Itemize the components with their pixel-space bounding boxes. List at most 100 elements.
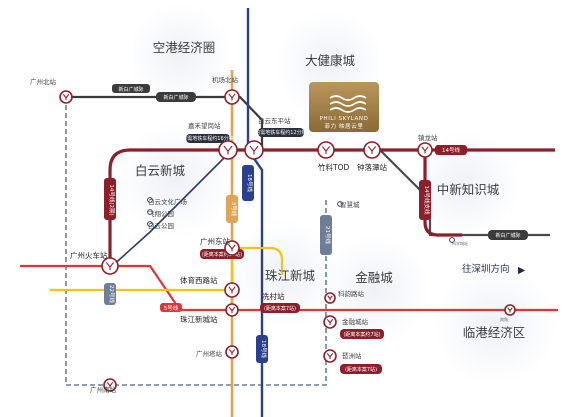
line-label-14-top: 14号线 (435, 145, 467, 155)
station-marker-jiahe (218, 140, 238, 160)
station-label-gz-railway: 广州火车站 (70, 250, 108, 260)
line-label-21-text: 21号线 (324, 226, 332, 244)
station-glyph-icon (367, 146, 377, 154)
station-marker-jichang-north (224, 89, 240, 105)
station-label-zhuliao: 竹料TOD (318, 162, 349, 172)
station-marker-gz-east (224, 240, 240, 256)
station-glyph-icon (326, 352, 334, 359)
station-label-keyun: 科韵路站 (338, 289, 365, 298)
zone-bubble-linguang (433, 263, 557, 387)
station-marker-zhenlong (417, 142, 433, 158)
station-dot-0 (147, 197, 153, 203)
zone-label-finance: 金融城 (355, 270, 393, 285)
station-label-jichang-north: 机场北站 (212, 75, 239, 84)
pill-dongping-time-text: (约需地铁车程约12分钟) (253, 129, 308, 136)
line-5 (20, 264, 558, 312)
pill-xiancun: (距离本案7站) (260, 303, 300, 313)
station-glyph-icon (223, 145, 233, 155)
line-label-21: 21号线 (320, 215, 332, 255)
line-baiyun-branch (109, 149, 233, 269)
station-dot-1 (147, 209, 153, 215)
station-glyph-icon (327, 295, 333, 301)
line-label-14-branch-text: 14号线支线 (423, 186, 431, 215)
station-label-baiyun-culture: 白云文化广场 (148, 197, 188, 206)
zone-bubble-airport (128, 3, 232, 107)
station-glyph-icon (62, 93, 70, 100)
station-glyph-icon (421, 146, 429, 154)
line-label-14-left: 14号线(2期) (104, 178, 116, 220)
line-label-14-top-text: 14号线 (442, 146, 460, 154)
pill-jiahe-time-text: (约需地铁车程约16分钟) (180, 135, 235, 142)
station-glyph-icon (106, 381, 114, 388)
pill-xinbaiguang-top-text: 新白广城际 (163, 94, 188, 101)
pill-jiahe-time: (约需地铁车程约16分钟) (180, 134, 236, 143)
station-glyph-icon (228, 244, 236, 252)
line-label-18-top: 18号线 (242, 165, 254, 201)
pill-pazhou-text: (距离本案7站) (345, 366, 377, 373)
station-glyph-icon (228, 93, 236, 101)
zone-label-baiyun: 白云新城 (135, 163, 186, 178)
line-label-intercity-text: 新白广城际 (118, 86, 143, 93)
line-label-22-text: 22号线 (108, 285, 116, 303)
line-dashed-loop (65, 97, 327, 386)
station-label-jinrong: 金融城站 (342, 317, 369, 326)
station-glyph-icon (507, 307, 513, 313)
line-label-14-branch: 14号线支线 (419, 180, 431, 220)
logo-background (309, 82, 379, 132)
line-18 (246, 8, 264, 417)
station-label-kupeng: 科学城站 (452, 240, 468, 246)
pill-zhongxin-text: 新白广城际 (495, 232, 520, 239)
line-label-3-text: 3号线 (230, 202, 238, 217)
station-dot-3 (337, 201, 343, 207)
pill-dongping-time: (约需地铁车程约12分钟) (253, 128, 309, 137)
station-glyph-icon (326, 318, 334, 325)
station-label-gz-south: 广州南站 (90, 385, 117, 394)
zone-label-health: 大健康城 (305, 53, 356, 68)
station-label-zhujiang-st: 珠江新城站 (180, 314, 218, 324)
line-label-3: 3号线 (226, 195, 238, 223)
station-label-jiahe: 嘉禾望岗站 (188, 121, 221, 130)
station-marker-gz-railway (101, 257, 119, 275)
line-label-22: 22号线 (104, 283, 116, 305)
station-dot-4 (449, 237, 455, 243)
station-marker-tiyu (224, 282, 240, 298)
station-label-gz-east: 广州东站 (200, 236, 230, 246)
station-label-gz-north: 广州北站 (30, 77, 57, 86)
logo-wave-icon (329, 95, 367, 101)
station-glyph-icon (228, 306, 236, 313)
line-label-18-bot-text: 18号线 (260, 340, 268, 358)
pill-zhongxin: 新白广城际 (488, 230, 528, 240)
station-label-guanjia: 岗角 (500, 316, 508, 322)
pill-jinrong-text: (距离本案约7站) (343, 331, 380, 338)
zone-bubble-zhongxin (410, 130, 520, 240)
direction-arrow-icon: ▶ (518, 265, 526, 276)
pill-pazhou: (距离本案7站) (340, 364, 382, 374)
station-label-feixiang: 飞翔公园 (148, 209, 174, 218)
logo-text-en: PHILI SKYLAND (320, 116, 369, 122)
direction-label: 往深圳方向 (462, 263, 510, 275)
station-marker-zhongluotan (363, 141, 381, 159)
station-dot-2 (147, 221, 153, 227)
zone-label-zhongxin: 中新知识城 (437, 182, 500, 197)
station-label-xiancun: 冼村站 (262, 291, 285, 301)
station-label-zhenlong: 镇龙站 (418, 133, 438, 142)
zone-label-airport: 空港经济圈 (153, 40, 216, 55)
zone-bubbles (117, 3, 557, 387)
station-marker-zhuliao (317, 141, 335, 159)
zone-bubble-finance (320, 235, 430, 345)
line-label-18-bot: 18号线 (256, 335, 268, 363)
station-label-tiyu: 体育西路站 (180, 275, 218, 285)
station-glyph-icon (228, 348, 236, 355)
station-label-zhongluotan: 钟落潭站 (357, 162, 387, 172)
station-label-zhihui: 智慧城 (340, 200, 360, 209)
project-logo: PHILI SKYLAND 菲力 映居云里 (309, 82, 379, 132)
pill-xiancun-text: (距离本案7站) (264, 305, 296, 312)
line-label-14-left-text: 14号线(2期) (108, 184, 116, 215)
line-14-main (108, 148, 555, 268)
line-14-branch (423, 150, 462, 237)
zone-label-pearl: 珠江新城 (265, 268, 316, 283)
line-label-18-top-text: 18号线 (246, 174, 254, 192)
logo-text-cn: 菲力 映居云里 (325, 122, 364, 130)
